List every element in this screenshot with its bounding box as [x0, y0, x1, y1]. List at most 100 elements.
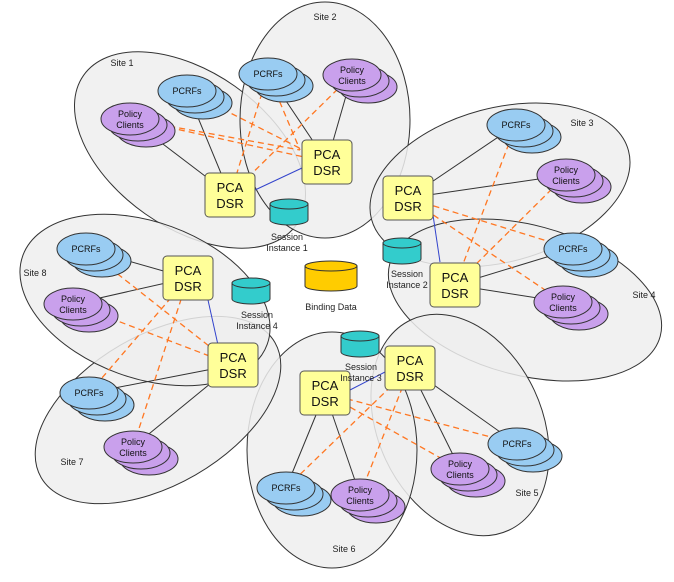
dashed-link [88, 277, 189, 394]
policy-label-line2: Clients [549, 303, 577, 313]
session-link [432, 214, 441, 263]
dashed-link [407, 197, 574, 250]
policy-label-line2: Clients [338, 76, 366, 86]
policy-label-line2: Clients [552, 176, 580, 186]
session-cylinder-si1 [269, 198, 309, 226]
pcrfs-node-p6: PCRFs [256, 471, 332, 517]
binding-data-cylinder [304, 260, 358, 292]
pca-label: PCA [442, 270, 469, 285]
policy-label-line2: Clients [59, 305, 87, 315]
pcrfs-node-p8: PCRFs [56, 232, 132, 278]
session-instance-label-si1: Instance 1 [266, 243, 308, 253]
session-label-si2: Session [391, 269, 423, 279]
session-instance-label-si2: Instance 2 [386, 280, 428, 290]
dsr-label: DSR [216, 196, 243, 211]
policy-label-line1: Policy [61, 294, 86, 304]
site-label-site2: Site 2 [313, 12, 336, 22]
dashed-link [129, 118, 301, 151]
policy-label-line1: Policy [340, 65, 365, 75]
dsr-label: DSR [441, 286, 468, 301]
dsr-label: DSR [311, 394, 338, 409]
site-label-site6: Site 6 [332, 544, 355, 554]
dashed-link [324, 392, 461, 470]
session-label-si1: Session [271, 232, 303, 242]
pca-label: PCA [397, 353, 424, 368]
pcrfs-node-p1: PCRFs [157, 74, 233, 120]
pcrfs-node-p3: PCRFs [486, 108, 562, 154]
pcrfs-node-p5: PCRFs [487, 427, 563, 473]
policy-label-line1: Policy [121, 437, 146, 447]
policy-label-line2: Clients [346, 496, 374, 506]
dsr-label: DSR [219, 366, 246, 381]
pca-label: PCA [314, 147, 341, 162]
pcrfs-node-p2: PCRFs [238, 57, 314, 103]
pcrfs-label: PCRFs [503, 439, 532, 449]
pcrfs-label: PCRFs [72, 244, 101, 254]
session-link [349, 371, 386, 391]
session-instance-label-si3: Instance 3 [340, 373, 382, 383]
pca-label: PCA [395, 183, 422, 198]
pcrfs-label: PCRFs [502, 120, 531, 130]
site-label-site5: Site 5 [515, 488, 538, 498]
session-link [254, 167, 303, 191]
nodes-layer: PCRFsPCRFsPCRFsPCRFsPCRFsPCRFsPCRFsPCRFs… [43, 57, 619, 524]
pcrfs-label: PCRFs [254, 69, 283, 79]
pcrfs-node-p4: PCRFs [543, 232, 619, 278]
pcrfs-node-p7: PCRFs [59, 376, 135, 422]
session-cylinder-si3 [340, 330, 380, 358]
policy-label-line2: Clients [119, 448, 147, 458]
pca-label: PCA [175, 263, 202, 278]
labels-layer: Site 1 Site 2 Site 3 Site 4 Site 5 Site 6 Site… [23, 12, 655, 554]
policy-label-line2: Clients [116, 120, 144, 130]
policy-label-line1: Policy [554, 165, 579, 175]
pcrfs-label: PCRFs [75, 388, 104, 398]
session-cylinder-si2 [382, 237, 422, 265]
session-label-si4: Session [241, 310, 273, 320]
pcrfs-label: PCRFs [559, 244, 588, 254]
policy-label-line1: Policy [551, 292, 576, 302]
binding-data-label: Binding Data [305, 302, 357, 312]
dashed-link [407, 197, 564, 303]
session-label-si3: Session [345, 362, 377, 372]
pcrfs-label: PCRFs [272, 483, 301, 493]
site-label-site7: Site 7 [60, 457, 83, 467]
policy-label-line1: Policy [448, 459, 473, 469]
policy-label-line1: Policy [348, 485, 373, 495]
pca-label: PCA [312, 378, 339, 393]
site-label-site8: Site 8 [23, 268, 46, 278]
session-link [207, 299, 219, 346]
policy-label-line1: Policy [118, 109, 143, 119]
dashed-link [72, 303, 234, 366]
session-instance-label-si4: Instance 4 [236, 321, 278, 331]
pca-label: PCA [217, 180, 244, 195]
dsr-label: DSR [174, 279, 201, 294]
dsr-label: DSR [313, 163, 340, 178]
site-label-site1: Site 1 [110, 58, 133, 68]
site-label-site4: Site 4 [632, 290, 655, 300]
dashed-link [454, 124, 517, 286]
dashed-link [324, 392, 518, 445]
site-label-site3: Site 3 [570, 118, 593, 128]
policy-label-line2: Clients [446, 470, 474, 480]
session-cylinder-si4 [231, 277, 271, 305]
pca-label: PCA [220, 350, 247, 365]
dsr-label: DSR [396, 369, 423, 384]
dsr-label: DSR [394, 199, 421, 214]
pcrfs-label: PCRFs [173, 86, 202, 96]
